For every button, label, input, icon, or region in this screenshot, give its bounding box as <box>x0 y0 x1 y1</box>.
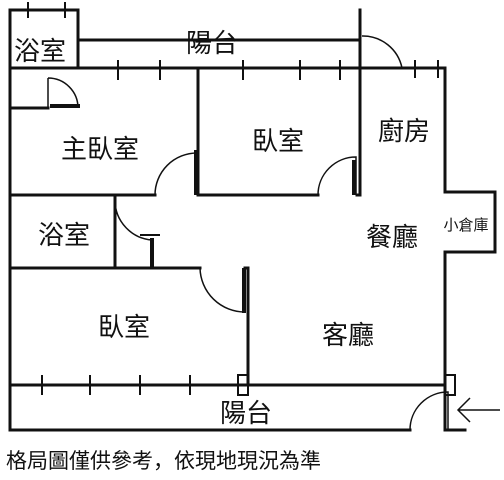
label-dining: 餐廳 <box>366 223 418 253</box>
outer-wall <box>8 8 497 432</box>
label-bedroom-middle: 臥室 <box>252 127 304 157</box>
door-bedroom-mid <box>317 156 357 196</box>
label-storage: 小倉庫 <box>443 216 488 234</box>
label-balcony-top: 陽台 <box>186 29 238 59</box>
label-bath-middle: 浴室 <box>38 221 90 251</box>
door-bedroom-bottom <box>199 267 246 313</box>
disclaimer-caption: 格局圖僅供參考，依現地現況為準 <box>6 449 321 473</box>
door-kitchen <box>361 35 403 69</box>
wall-bedroom-bottom <box>148 266 250 387</box>
floor-plan: 浴室 陽台 主臥室 臥室 廚房 小倉庫 餐廳 浴室 臥室 客廳 陽台 <box>8 2 500 432</box>
label-kitchen: 廚房 <box>378 117 430 147</box>
label-bedroom-bottom: 臥室 <box>98 313 150 343</box>
door-bath-top <box>47 77 79 109</box>
label-bath-top: 浴室 <box>14 37 66 67</box>
label-living: 客廳 <box>322 321 374 351</box>
door-bath-mid <box>114 199 153 268</box>
door-entrance <box>409 391 449 431</box>
door-master <box>154 152 198 196</box>
label-balcony-bottom: 陽台 <box>220 399 272 429</box>
entrance-arrow-icon <box>456 397 500 423</box>
label-master-bedroom: 主臥室 <box>61 135 139 165</box>
